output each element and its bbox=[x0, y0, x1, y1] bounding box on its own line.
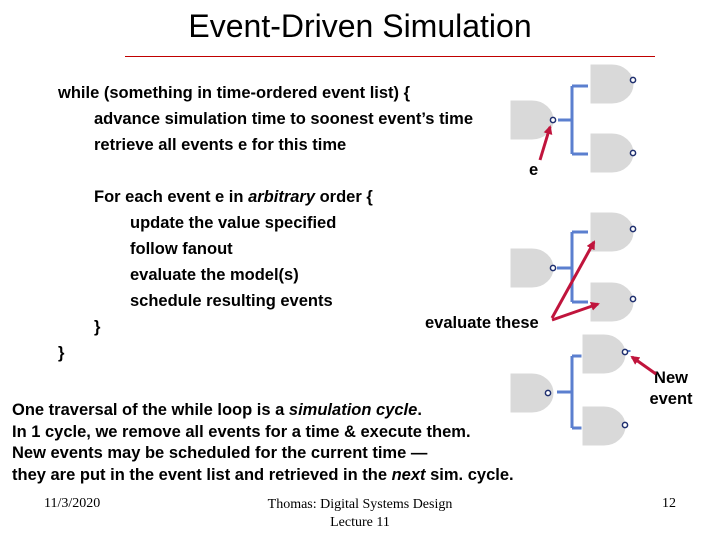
code-line-schedule: schedule resulting events bbox=[130, 292, 333, 310]
bubble-b0 bbox=[549, 264, 557, 272]
label-event: event bbox=[649, 390, 693, 408]
summary-line-4-em: next bbox=[391, 465, 426, 484]
code-line-while: while (something in time-ordered event l… bbox=[58, 84, 411, 102]
code-foreach-em: arbitrary bbox=[248, 188, 316, 206]
footer-course-line2: Lecture 11 bbox=[330, 515, 390, 530]
label-new-event: New event bbox=[643, 368, 699, 410]
footer-course: Thomas: Digital Systems Design Lecture 1… bbox=[246, 496, 474, 532]
bubble-b2 bbox=[629, 295, 637, 303]
bubble-b1 bbox=[629, 225, 637, 233]
code-line-advance: advance simulation time to soonest event… bbox=[94, 110, 473, 128]
code-line-close-inner: } bbox=[94, 318, 101, 336]
code-line-close-outer: } bbox=[58, 344, 65, 362]
footer-date: 11/3/2020 bbox=[44, 496, 101, 511]
fanout-wires bbox=[557, 84, 631, 430]
summary-line-2: In 1 cycle, we remove all events for a t… bbox=[12, 422, 471, 441]
code-line-evaluate: evaluate the model(s) bbox=[130, 266, 299, 284]
code-line-update: update the value specified bbox=[130, 214, 337, 232]
gate-c0 bbox=[509, 372, 555, 414]
code-line-fanout: follow fanout bbox=[130, 240, 233, 258]
label-e: e bbox=[529, 161, 539, 179]
summary-line-4: they are put in the event list and retri… bbox=[12, 465, 514, 487]
footer-page-number: 12 bbox=[662, 496, 676, 511]
gate-c2 bbox=[581, 405, 627, 447]
code-line-retrieve: retrieve all events e for this time bbox=[94, 136, 347, 154]
summary-line-4-pre: they are put in the event list and retri… bbox=[12, 465, 392, 484]
wire-group-3 bbox=[557, 350, 631, 430]
output-bubbles bbox=[544, 76, 637, 429]
bubble-c2 bbox=[621, 421, 629, 429]
summary-text: One traversal of the while loop is a sim… bbox=[12, 400, 514, 486]
code-foreach-post: order { bbox=[315, 188, 373, 206]
gate-b1 bbox=[589, 211, 635, 253]
footer-course-line1: Thomas: Digital Systems Design bbox=[267, 497, 453, 512]
gate-a2 bbox=[589, 132, 635, 174]
summary-line-1-post: . bbox=[417, 401, 422, 419]
label-evaluate-these: evaluate these bbox=[425, 314, 539, 332]
bubble-a2 bbox=[629, 149, 637, 157]
wire-group-1 bbox=[558, 84, 588, 156]
bubble-a1 bbox=[629, 76, 637, 84]
summary-line-1: One traversal of the while loop is a sim… bbox=[12, 400, 514, 422]
wire-group-2 bbox=[557, 230, 588, 304]
code-foreach-pre: For each event e in bbox=[94, 188, 249, 206]
label-new: New bbox=[654, 369, 688, 387]
arrow-to-e bbox=[538, 125, 553, 161]
gate-c1 bbox=[581, 333, 627, 375]
code-line-foreach: For each event e in arbitrary order { bbox=[94, 188, 373, 207]
summary-line-4-post: sim. cycle. bbox=[425, 465, 514, 484]
bubble-c1 bbox=[621, 348, 629, 356]
bubble-a0 bbox=[549, 116, 557, 124]
slide-title: Event-Driven Simulation bbox=[188, 8, 532, 44]
arrow-eval-lower bbox=[551, 302, 600, 322]
arrow-eval-upper bbox=[550, 240, 596, 319]
gate-b0 bbox=[509, 247, 555, 289]
arrow-new-event bbox=[630, 355, 657, 376]
title-rule bbox=[125, 56, 655, 57]
arrows bbox=[538, 125, 657, 376]
summary-line-3: New events may be scheduled for the curr… bbox=[12, 444, 428, 462]
summary-line-1-pre: One traversal of the while loop is a bbox=[12, 401, 289, 419]
gate-b2 bbox=[589, 281, 635, 323]
bubble-c0 bbox=[544, 389, 552, 397]
gate-a1 bbox=[589, 63, 635, 105]
summary-line-1-em: simulation cycle bbox=[288, 401, 418, 419]
